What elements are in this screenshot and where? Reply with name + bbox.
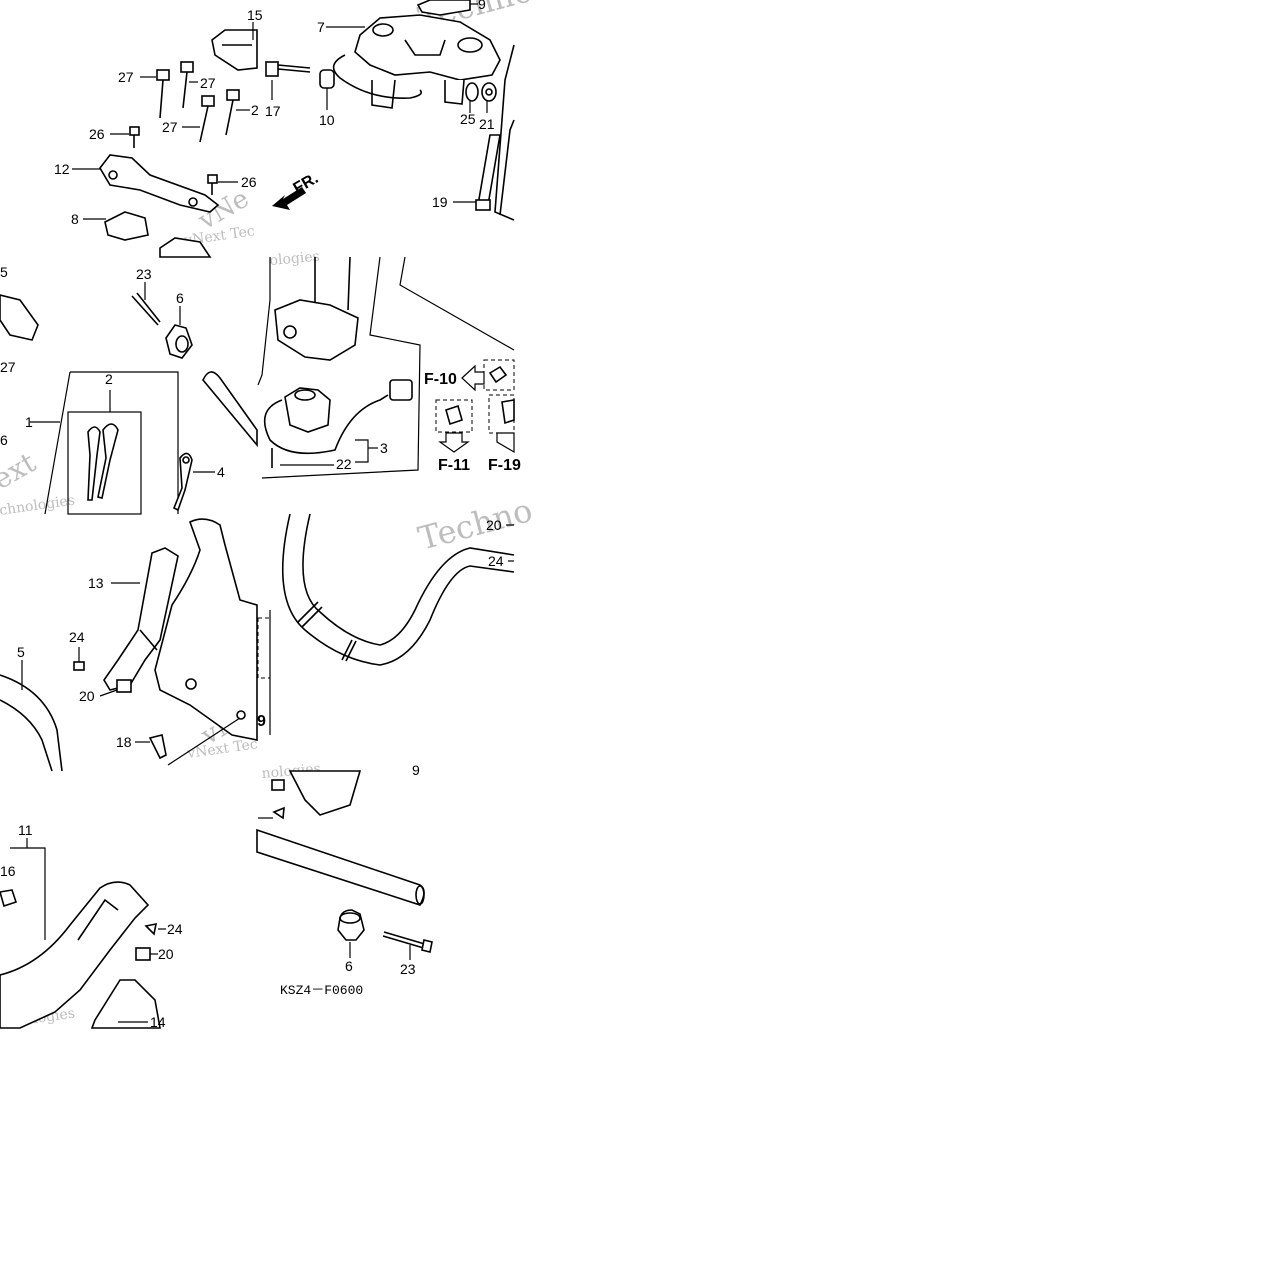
key-icon — [87, 423, 193, 512]
ref-f10: F-10 — [424, 371, 457, 388]
callout-20: 20 — [79, 688, 95, 704]
callout-1: 1 — [25, 414, 33, 430]
trim-cover — [0, 881, 150, 1029]
callout-5: 5 — [0, 264, 8, 280]
callout-22: 22 — [336, 456, 352, 472]
callout-7: 7 — [317, 19, 325, 35]
tile-handlebar: 20 24 — [281, 513, 515, 666]
ref-f11: F-11 — [438, 457, 470, 474]
top-bridge — [354, 14, 501, 81]
upper-holder-part — [211, 29, 258, 71]
callout-8: 8 — [71, 211, 79, 227]
ignition-switch — [284, 387, 331, 433]
handlebar-pipe — [281, 513, 515, 666]
holder-plate — [99, 154, 220, 213]
callout-13: 13 — [88, 575, 104, 591]
watermark: ext — [0, 445, 42, 496]
callout-6: 6 — [176, 290, 184, 306]
callout-12: 12 — [54, 161, 70, 177]
callout-19: 19 — [432, 194, 448, 210]
watermark: ologies — [269, 249, 320, 269]
callout-24: 24 — [488, 553, 504, 569]
callout-10: 10 — [319, 112, 335, 128]
callout-23: 23 — [400, 961, 416, 977]
front-direction-arrow — [272, 187, 306, 210]
callout-2: 2 — [251, 102, 259, 118]
watermarks: Techno vNext Tec vNe ologies ext chnolog… — [0, 0, 536, 1032]
callout-9: 9 — [478, 0, 486, 12]
callout-9: 9 — [257, 713, 266, 730]
callout-25: 25 — [460, 111, 476, 127]
tile-top-bridge: 9 FR. 7 17 10 25 21 19 — [265, 0, 515, 221]
tile-lower-cover: 5 13 24 20 9 18 — [0, 518, 271, 772]
diagram-code: KSZ4－F0600 — [280, 983, 363, 998]
callout-9: 9 — [412, 762, 420, 778]
callout-24: 24 — [167, 921, 183, 937]
callout-2: 2 — [105, 371, 113, 387]
callout-5: 5 — [17, 644, 25, 660]
callout-20: 20 — [486, 517, 502, 533]
callout-14: 14 — [150, 1014, 166, 1030]
callout-6: 6 — [345, 958, 353, 974]
handle-pipe-end — [256, 828, 425, 906]
callout-11: 11 — [18, 822, 33, 838]
callout-16: 16 — [0, 863, 16, 879]
callout-27: 27 — [200, 75, 216, 91]
callout-26: 26 — [89, 126, 105, 142]
callout-20: 20 — [158, 946, 174, 962]
tile-ignition-switch: 3 22 F-10 F-11 F-19 — [257, 256, 521, 479]
ref-f19: F-19 — [488, 457, 521, 474]
callout-21: 21 — [479, 116, 495, 132]
tile-handlebar-holder: 27 27 27 2 26 12 26 8 15 — [54, 7, 263, 258]
callout-17: 17 — [265, 103, 281, 119]
tile-lower-trim: 11 16 24 20 14 — [0, 822, 183, 1030]
callout-27: 27 — [0, 359, 16, 375]
tile-key-set: 5 27 6 23 6 1 2 4 — [0, 264, 258, 515]
callout-6: 6 — [0, 432, 8, 448]
callout-4: 4 — [217, 464, 225, 480]
callout-23: 23 — [136, 266, 152, 282]
watermark: chnologies — [0, 493, 76, 519]
callout-3: 3 — [380, 440, 388, 456]
handlebar-cover — [154, 518, 258, 741]
callout-18: 18 — [116, 734, 132, 750]
watermark: Techno — [414, 491, 536, 558]
lower-holder — [104, 211, 149, 241]
bolt-icon — [156, 61, 240, 143]
callout-24: 24 — [69, 629, 85, 645]
callout-27: 27 — [118, 69, 134, 85]
callout-26: 26 — [241, 174, 257, 190]
callout-27: 27 — [162, 119, 178, 135]
tile-bar-end: 9 6 23 KSZ4－F0600 — [256, 762, 433, 998]
switch-housing — [274, 299, 359, 361]
callout-15: 15 — [247, 7, 263, 23]
